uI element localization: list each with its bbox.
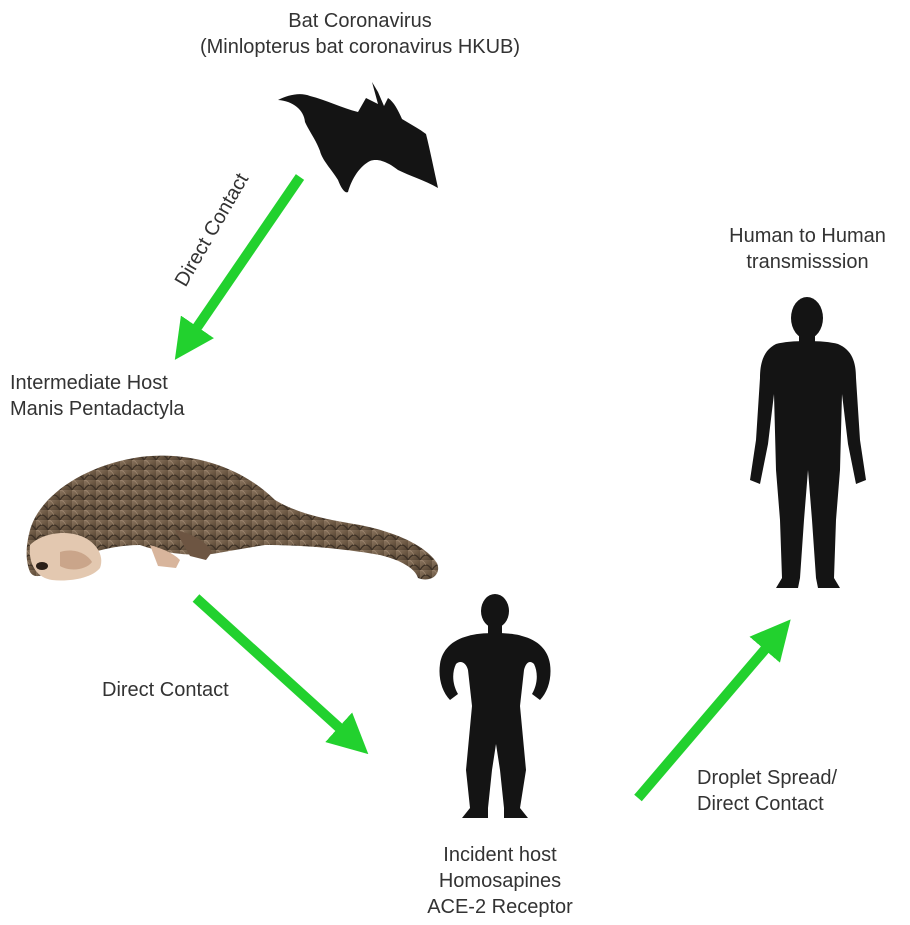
incident-host-label: Incident host Homosapines ACE-2 Receptor: [400, 842, 600, 920]
bat-label: Bat Coronavirus (Minlopterus bat coronav…: [160, 8, 560, 60]
edge-label-human-to-human: Droplet Spread/ Direct Contact: [697, 765, 837, 817]
incident-host-line1: Incident host: [400, 842, 600, 868]
intermediate-host-line2: Manis Pentadactyla: [10, 396, 185, 422]
human-transmission-label: Human to Human transmisssion: [705, 223, 910, 275]
bat-label-line1: Bat Coronavirus: [160, 8, 560, 34]
edge-human-to-human-line1: Droplet Spread/: [697, 765, 837, 791]
bat-icon: [278, 82, 438, 192]
human-standing-icon: [750, 297, 866, 588]
intermediate-host-line1: Intermediate Host: [10, 370, 185, 396]
edge-label-pangolin-to-human: Direct Contact: [102, 677, 229, 703]
human-transmission-line1: Human to Human: [705, 223, 910, 249]
incident-host-line3: ACE-2 Receptor: [400, 894, 600, 920]
intermediate-host-label: Intermediate Host Manis Pentadactyla: [10, 370, 185, 422]
human-transmission-line2: transmisssion: [705, 249, 910, 275]
bat-label-line2: (Minlopterus bat coronavirus HKUB): [160, 34, 560, 60]
incident-host-line2: Homosapines: [400, 868, 600, 894]
edge-human-to-human-line2: Direct Contact: [697, 791, 837, 817]
pangolin-icon: [27, 456, 439, 581]
human-hands-on-hips-icon: [439, 594, 550, 818]
arrow-pangolin-to-incident-host: [196, 598, 355, 742]
